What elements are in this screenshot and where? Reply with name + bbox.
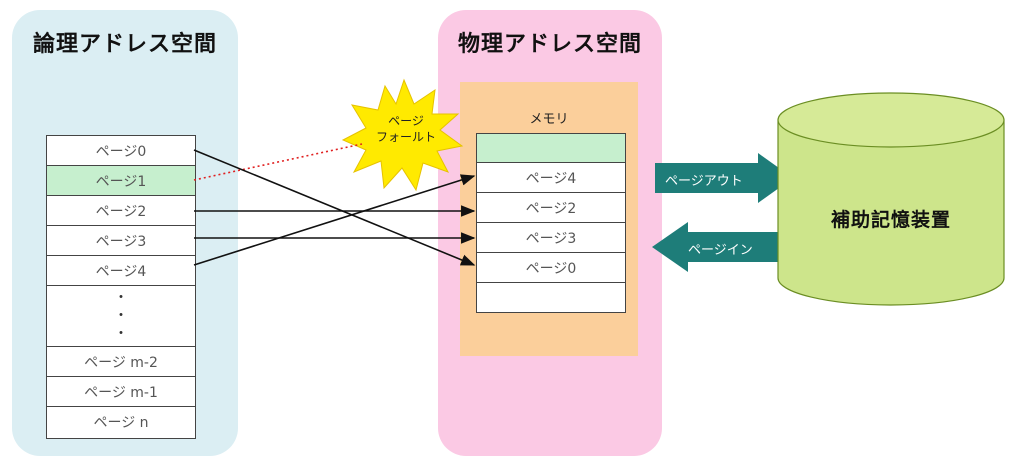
auxiliary-storage-icon bbox=[777, 92, 1005, 306]
logical-page-3: ページ3 bbox=[47, 226, 195, 256]
logical-page-4: ページ4 bbox=[47, 256, 195, 286]
page-fault-burst-icon bbox=[341, 78, 464, 192]
memory-frame-page3: ページ3 bbox=[477, 223, 625, 253]
map-arrow-page0 bbox=[193, 149, 476, 266]
ellipsis-dot: ・ bbox=[114, 308, 128, 324]
logical-page-2: ページ2 bbox=[47, 196, 195, 226]
memory-frame-page0: ページ0 bbox=[477, 253, 625, 283]
memory-frame-table: ページ4 ページ2 ページ3 ページ0 bbox=[476, 133, 626, 313]
logical-page-n: ページ n bbox=[93, 415, 149, 431]
page-in-label: ページイン bbox=[688, 243, 753, 258]
ellipsis-dot: ・ bbox=[114, 290, 128, 306]
physical-address-space-title: 物理アドレス空間 bbox=[457, 32, 642, 57]
page-out-arrow bbox=[655, 153, 793, 203]
logical-page-0: ページ0 bbox=[47, 136, 195, 166]
memory-label: メモリ bbox=[529, 112, 569, 127]
page-out-label: ページアウト bbox=[665, 174, 743, 189]
page-fault-label-line1: ページ bbox=[388, 114, 424, 128]
logical-page-m-2: ページ m-2 bbox=[47, 347, 195, 377]
logical-address-space-title: 論理アドレス空間 bbox=[32, 32, 217, 57]
memory-frame-page4: ページ4 bbox=[477, 163, 625, 193]
map-arrow-page4 bbox=[193, 174, 476, 266]
page-fault-label-line2: フォールト bbox=[375, 130, 436, 144]
page-fault-line bbox=[193, 143, 363, 181]
logical-ellipsis-cell: ・ ・ ・ bbox=[47, 286, 195, 347]
auxiliary-storage-label: 補助記憶装置 bbox=[830, 209, 951, 231]
logical-page-1: ページ1 bbox=[47, 166, 195, 196]
ellipsis-dot: ・ bbox=[114, 326, 128, 342]
page-in-arrow bbox=[652, 222, 788, 272]
memory-frame-page2: ページ2 bbox=[477, 193, 625, 223]
memory-frame-free bbox=[477, 134, 625, 163]
page-fault-label: ページ フォールト bbox=[356, 113, 456, 145]
logical-page-table: ページ0 ページ1 ページ2 ページ3 ページ4 ・ ・ ・ ページ m-2 ペ… bbox=[46, 135, 196, 439]
logical-page-m-1: ページ m-1 bbox=[47, 377, 195, 407]
